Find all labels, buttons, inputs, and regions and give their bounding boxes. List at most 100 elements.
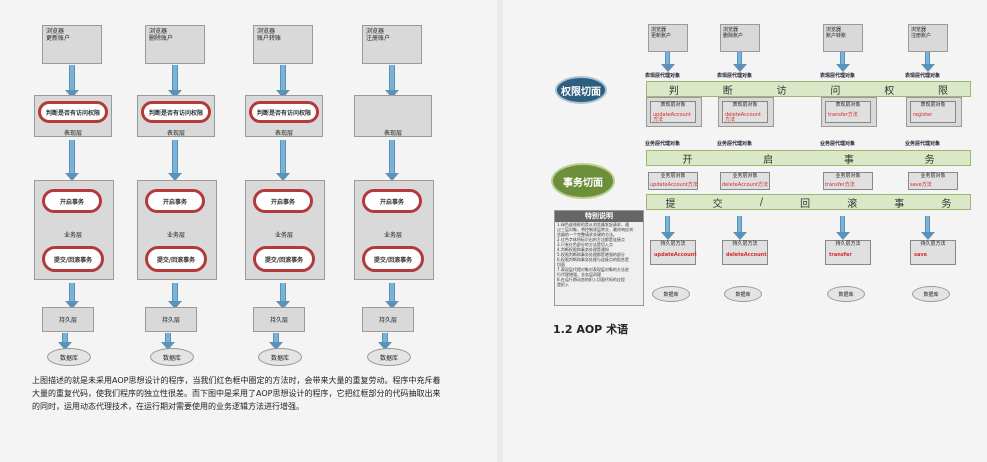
flow-arrow [168, 140, 182, 181]
band-char: 提 [665, 198, 676, 210]
note-line: 2.红色字体所标识出的方法都是连接点 [557, 237, 625, 242]
dao-label: 持久层 [379, 317, 398, 324]
note-line: 行代理增强，业务层同理 [557, 272, 601, 277]
database-ellipse: 数据库 [258, 348, 302, 366]
band-char: 断 [722, 85, 733, 97]
flow-arrow [168, 65, 182, 98]
tx-begin-pill: 开启事务 [42, 189, 102, 213]
biz-object-box: 业务层对象 [648, 172, 698, 190]
dao-label: 持久层 [162, 317, 181, 324]
band-char: 访 [776, 85, 787, 97]
tx-aspect-bubble: 事务切面 [551, 163, 615, 199]
dao-box: 持久层 [362, 307, 414, 332]
flow-arrow [269, 333, 283, 350]
flow-arrow [65, 140, 79, 181]
flow-arrow [385, 283, 399, 309]
proxy-label: 表现层代理对象 [717, 73, 753, 79]
biz-method: transfer方法 [825, 182, 855, 188]
flow-arrow [65, 283, 79, 309]
dao-box: 持久层方法 [825, 240, 871, 265]
biz-method: updateAccount方法 [650, 182, 698, 188]
presentation-method: transfer方法 [828, 112, 858, 118]
note-line: 8.在运行期动态的织入切面代码的过程 [557, 277, 625, 282]
security-band: 判断访问权限 [646, 81, 971, 97]
presentation-object-box: 表现层对象 [910, 101, 956, 123]
browser-box: 浏览器 删除账户 [720, 24, 760, 52]
band-char: / [759, 196, 764, 208]
flow-arrow [378, 333, 392, 350]
band-char: 权 [884, 85, 895, 97]
dao-label: 持久层 [270, 317, 289, 324]
caption-paragraph: 上图描述的就是未采用AOP思想设计的程序，当我们红色框中圈定的方法时，会带来大量… [32, 376, 441, 411]
browser-label: 浏览器 删除账户 [723, 27, 744, 39]
biz-proxy-label: 业务层代理对象 [905, 141, 941, 147]
dao-box: 持久层方法 [910, 240, 956, 265]
band-char: 交 [712, 198, 723, 210]
flow-arrow [276, 283, 290, 309]
note-lines: 1.绿色虚线框的是从浏览器发起请求，通过三层对象，将控制逐层转交，最终响应浏览器… [555, 222, 643, 287]
database-ellipse: 数据库 [150, 348, 194, 366]
database-ellipse: 数据库 [47, 348, 91, 366]
presentation-object-box: 表现层对象 [650, 101, 696, 123]
band-char: 限 [938, 85, 949, 97]
biz-object-box: 业务层对象 [823, 172, 873, 190]
dao-box: 持久层 [145, 307, 197, 332]
database-ellipse: 数据库 [827, 286, 865, 302]
dao-method: updateAccount [654, 252, 697, 258]
browser-label: 浏览器 账户转账 [826, 27, 847, 39]
band-char: 启 [763, 154, 774, 166]
flow-arrow [385, 65, 399, 98]
dao-label: 持久层 [59, 317, 78, 324]
browser-box: 浏览器 账户转账 [823, 24, 863, 52]
flow-arrow [385, 140, 399, 181]
band-char: 判 [668, 85, 679, 97]
band-char: 问 [830, 85, 841, 97]
flow-arrow [836, 52, 850, 72]
flow-arrow [661, 52, 675, 72]
flow-arrow [921, 52, 935, 72]
biz-proxy-label: 业务层代理对象 [645, 141, 681, 147]
presentation-method: deleteAccount 方法 [725, 112, 761, 123]
tx-begin-band: 开启事务 [646, 150, 971, 166]
tx-end-pill: 提交/回滚事务 [42, 246, 104, 272]
flow-arrow [276, 140, 290, 181]
band-char: 回 [800, 198, 811, 210]
business-label: 业务层 [275, 232, 294, 239]
tx-begin-pill: 开启事务 [145, 189, 205, 213]
browser-box: 浏览器 更新账户 [42, 25, 102, 64]
flow-arrow [733, 52, 747, 72]
band-char: 务 [941, 198, 952, 210]
biz-object-box: 业务层对象 [908, 172, 958, 190]
proxy-label: 表现层代理对象 [820, 73, 856, 79]
flow-arrow [161, 333, 175, 350]
tx-end-pill: 提交/回滚事务 [253, 246, 315, 272]
security-check-pill: 判断是否有访问权限 [141, 101, 211, 123]
browser-box: 浏览器 更新账户 [648, 24, 688, 52]
business-label: 业务层 [64, 232, 83, 239]
tx-begin-pill: 开启事务 [362, 189, 422, 213]
presentation-label: 表现层 [384, 130, 403, 137]
dao-box: 持久层方法 [650, 240, 696, 265]
browser-box: 浏览器 删除账户 [145, 25, 205, 64]
database-ellipse: 数据库 [724, 286, 762, 302]
note-line: 7.表现层代理对象对表现层对象的方法进 [557, 267, 629, 272]
proxy-label: 表现层代理对象 [905, 73, 941, 79]
right-page: 特别说明 1.绿色虚线框的是从浏览器发起请求，通过三层对象，将控制逐层转交，最终… [503, 0, 987, 462]
tx-end-pill: 提交/回滚事务 [362, 246, 424, 272]
dao-method: deleteAccount [726, 252, 767, 258]
presentation-object-box: 表现层对象 [722, 101, 768, 123]
browser-label: 浏览器 更新账户 [651, 27, 672, 39]
dao-method: save [914, 252, 928, 258]
dao-box: 持久层方法 [722, 240, 768, 265]
presentation-method: updateAccount 方法 [653, 112, 691, 123]
presentation-label: 表现层 [275, 130, 294, 137]
biz-method: save方法 [910, 182, 932, 188]
special-note-box: 特别说明 1.绿色虚线框的是从浏览器发起请求，通过三层对象，将控制逐层转交，最终… [554, 210, 644, 306]
browser-label: 浏览器 账户转账 [257, 28, 282, 42]
flow-arrow [661, 216, 675, 240]
left-page: 上图描述的就是未采用AOP思想设计的程序，当我们红色框中圈定的方法时，会带来大量… [32, 25, 441, 411]
presentation-method: register [913, 112, 933, 118]
dao-box: 持久层 [42, 307, 94, 332]
browser-label: 浏览器 删除账户 [149, 28, 174, 42]
note-line: 4.判断权限和事务处理是通知 [557, 247, 609, 252]
